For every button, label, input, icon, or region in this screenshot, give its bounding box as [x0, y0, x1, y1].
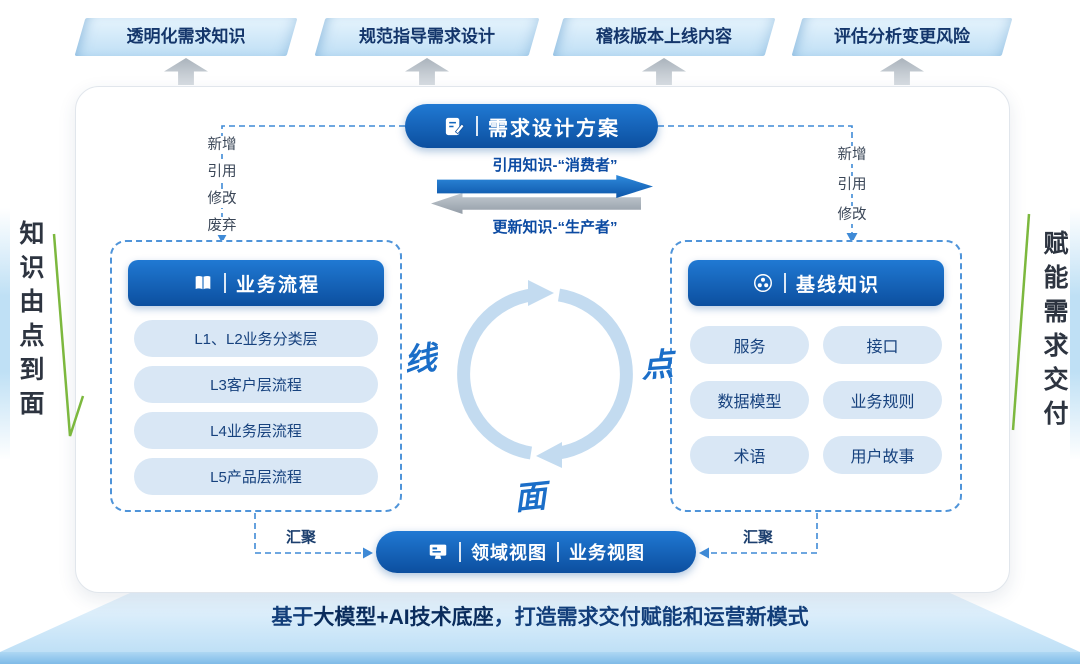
produce-knowledge-label: 更新知识-“生产者”	[492, 219, 618, 236]
action-modify-left: 修改	[204, 190, 240, 208]
up-arrow-icon	[405, 58, 449, 85]
action-reference-left: 引用	[204, 163, 240, 181]
baseline-item-user-story: 用户故事	[823, 436, 942, 474]
network-icon	[754, 274, 772, 292]
benefit-label-3: 稽核版本上线内容	[596, 27, 732, 46]
domain-view-label: 领域视图	[471, 543, 547, 563]
design-scheme-label: 需求设计方案	[488, 117, 620, 140]
pill-divider	[476, 116, 478, 136]
footer-caption: 基于大模型+AI技术底座，打造需求交付赋能和运营新模式	[0, 601, 1080, 631]
consume-knowledge-label: 引用知识-“消费者”	[492, 157, 618, 174]
process-panel: 业务流程 L1、L2业务分类层 L3客户层流程 L4业务层流程 L5产品层流程	[110, 240, 402, 512]
converge-label-left: 汇聚	[278, 528, 324, 548]
pill-divider	[223, 273, 226, 293]
pill-divider	[783, 273, 786, 293]
benefit-label-1: 透明化需求知识	[126, 27, 246, 46]
baseline-panel-header: 基线知识	[688, 260, 944, 306]
baseline-item-business-rule: 业务规则	[823, 381, 942, 419]
baseline-item-service: 服务	[690, 326, 809, 364]
up-arrow-icon	[880, 58, 924, 85]
views-pill: 领域视图 业务视图	[376, 531, 696, 573]
baseline-panel-title: 基线知识	[795, 274, 880, 296]
footer-bottom-strip	[0, 652, 1080, 664]
edit-doc-icon	[445, 117, 465, 135]
side-note-right: 赋能需求交付	[1040, 230, 1068, 434]
baseline-panel: 基线知识 服务 接口 数据模型 业务规则 术语 用户故事	[670, 240, 962, 512]
benefit-banner-3: 稽核版本上线内容	[552, 18, 776, 56]
baseline-item-terminology: 术语	[690, 436, 809, 474]
benefit-label-4: 评估分析变更风险	[834, 27, 970, 46]
up-arrow-icon	[164, 58, 208, 85]
benefit-banner-2: 规范指导需求设计	[314, 18, 540, 56]
footer-band	[0, 593, 1080, 652]
side-note-left: 知识由点到面	[16, 220, 44, 424]
business-view-label: 业务视图	[569, 543, 645, 563]
action-modify-right: 修改	[834, 206, 870, 224]
cycle-label-line: 线	[402, 338, 439, 380]
benefit-banner-1: 透明化需求知识	[74, 18, 298, 56]
footer-prefix: 基于	[271, 606, 314, 629]
cycle-label-plane: 面	[512, 476, 549, 518]
footer-highlight: 大模型+AI技术底座	[313, 606, 494, 629]
process-item-l1-l2: L1、L2业务分类层	[134, 320, 378, 357]
action-reference-right: 引用	[834, 176, 870, 194]
process-panel-title: 业务流程	[235, 274, 320, 296]
action-add-left: 新增	[204, 136, 240, 154]
footer-separator: ，	[493, 606, 515, 629]
action-discard-left: 废弃	[204, 217, 240, 235]
left-edge-accent	[0, 208, 10, 460]
up-arrow-icon	[642, 58, 686, 85]
process-item-l5: L5产品层流程	[134, 458, 378, 495]
book-icon	[195, 275, 211, 290]
dashboard-icon	[429, 544, 447, 559]
baseline-item-data-model: 数据模型	[690, 381, 809, 419]
design-scheme-pill: 需求设计方案	[405, 104, 658, 148]
benefit-label-2: 规范指导需求设计	[359, 27, 495, 46]
baseline-item-grid: 服务 接口 数据模型 业务规则 术语 用户故事	[690, 326, 942, 474]
pill-divider	[459, 542, 461, 562]
cycle-label-point: 点	[639, 344, 675, 386]
consume-arrow-icon	[437, 175, 653, 198]
right-edge-accent	[1070, 208, 1080, 460]
green-accent-right	[1011, 213, 1031, 431]
action-add-right: 新增	[834, 146, 870, 164]
pill-divider	[557, 542, 559, 562]
process-panel-header: 业务流程	[128, 260, 384, 306]
baseline-item-interface: 接口	[823, 326, 942, 364]
produce-arrow-icon	[431, 193, 641, 214]
benefit-banner-4: 评估分析变更风险	[791, 18, 1013, 56]
converge-label-right: 汇聚	[735, 528, 781, 548]
process-item-list: L1、L2业务分类层 L3客户层流程 L4业务层流程 L5产品层流程	[134, 320, 378, 495]
footer-suffix: 打造需求交付赋能和运营新模式	[514, 606, 809, 629]
process-item-l3: L3客户层流程	[134, 366, 378, 403]
process-item-l4: L4业务层流程	[134, 412, 378, 449]
